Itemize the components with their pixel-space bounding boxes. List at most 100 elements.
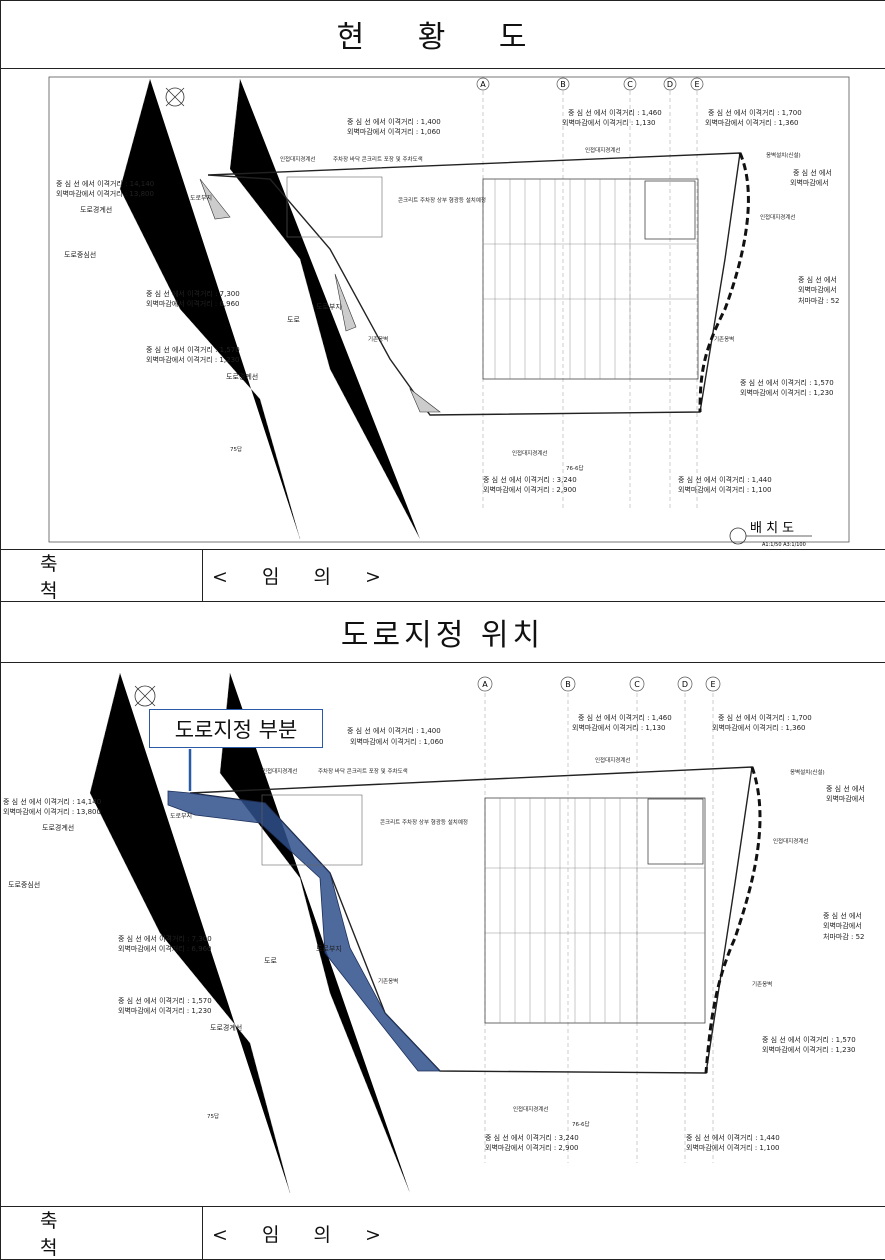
svg-text:외벽마감에서 이격거리 : 2,900: 외벽마감에서 이격거리 : 2,900: [483, 485, 576, 494]
svg-text:인접대지경계선: 인접대지경계선: [512, 449, 547, 457]
svg-text:외벽마감에서 이격거리 : 1,060: 외벽마감에서 이격거리 : 1,060: [350, 737, 443, 746]
svg-text:인접대지경계선: 인접대지경계선: [280, 155, 315, 163]
svg-text:인접대지경계선: 인접대지경계선: [760, 213, 795, 221]
svg-text:기존옹벽: 기존옹벽: [714, 335, 734, 343]
svg-text:콘크리트 주차장 상부 형광등 설치예정: 콘크리트 주차장 상부 형광등 설치예정: [398, 196, 486, 204]
svg-text:외벽마감에서 이격거리 : 1,360: 외벽마감에서 이격거리 : 1,360: [705, 118, 798, 127]
svg-text:도로경계선: 도로경계선: [210, 1023, 242, 1032]
svg-text:C: C: [634, 680, 640, 689]
svg-text:도로부지: 도로부지: [316, 944, 342, 953]
svg-text:외벽마감에서 이격거리 : 1,130: 외벽마감에서 이격거리 : 1,130: [572, 723, 665, 732]
svg-text:외벽마감에서 이격거리 : 13,800: 외벽마감에서 이격거리 : 13,800: [3, 807, 101, 816]
svg-text:76-6답: 76-6답: [572, 1121, 590, 1128]
svg-text:주차장 바닥 콘크리트 포장 및 주차도색: 주차장 바닥 콘크리트 포장 및 주차도색: [318, 767, 408, 775]
svg-text:중 심 선 에서: 중 심 선 에서: [798, 275, 837, 284]
svg-text:D: D: [667, 80, 673, 89]
svg-text:E: E: [694, 80, 699, 89]
road-designation-drawing: A B C D E 중 심: [3, 672, 865, 1194]
svg-text:처마마감 : 52: 처마마감 : 52: [823, 932, 864, 941]
svg-text:외벽마감에서 이격거리 : 1,230: 외벽마감에서 이격거리 : 1,230: [740, 388, 833, 397]
svg-text:외벽마감에서 이격거리 : 1,100: 외벽마감에서 이격거리 : 1,100: [686, 1143, 779, 1152]
svg-text:인접대지경계선: 인접대지경계선: [595, 756, 630, 764]
svg-text:도로: 도로: [264, 957, 277, 965]
svg-text:중 심 선 에서 이격거리 : 14,140: 중 심 선 에서 이격거리 : 14,140: [56, 179, 154, 188]
svg-text:중 심 선 에서 이격거리 : 1,400: 중 심 선 에서 이격거리 : 1,400: [347, 726, 441, 735]
svg-text:기존옹벽: 기존옹벽: [752, 980, 772, 988]
svg-text:도로중심선: 도로중심선: [64, 250, 96, 259]
svg-text:중 심 선 에서 이격거리 : 1,400: 중 심 선 에서 이격거리 : 1,400: [347, 117, 441, 126]
svg-text:B: B: [560, 80, 566, 89]
svg-text:중 심 선 에서 이격거리 : 1,460: 중 심 선 에서 이격거리 : 1,460: [578, 713, 672, 722]
svg-text:중 심 선 에서 이격거리 : 14,140: 중 심 선 에서 이격거리 : 14,140: [3, 797, 101, 806]
site-plan-drawing: A B C D E: [48, 76, 850, 548]
svg-text:외벽마감에서 이격거리 : 6,960: 외벽마감에서 이격거리 : 6,960: [146, 299, 239, 308]
section1-scale-row: 축 척 < 임 의 >: [0, 550, 885, 602]
svg-text:도로경계선: 도로경계선: [42, 823, 74, 832]
svg-text:외벽마감에서: 외벽마감에서: [823, 921, 862, 930]
svg-text:중 심 선 에서 이격거리 : 1,570: 중 심 선 에서 이격거리 : 1,570: [740, 378, 834, 387]
svg-text:외벽마감에서 이격거리 : 1,060: 외벽마감에서 이격거리 : 1,060: [347, 127, 440, 136]
svg-text:인접대지경계선: 인접대지경계선: [773, 837, 808, 845]
svg-text:외벽마감에서: 외벽마감에서: [790, 178, 829, 187]
section2-title: 도로지정 위치: [0, 602, 885, 663]
svg-text:외벽마감에서: 외벽마감에서: [826, 794, 865, 803]
svg-text:중 심 선 에서 이격거리 : 1,570: 중 심 선 에서 이격거리 : 1,570: [762, 1035, 856, 1044]
scale-label: 축 척: [0, 550, 203, 602]
scale-label: 축 척: [0, 1207, 203, 1259]
svg-text:외벽마감에서: 외벽마감에서: [798, 285, 837, 294]
section2-drawing-area: A B C D E 중 심: [0, 663, 885, 1207]
svg-text:처마마감 : 52: 처마마감 : 52: [798, 296, 839, 305]
svg-text:옹벽설치(신설): 옹벽설치(신설): [790, 768, 825, 776]
svg-text:옹벽설치(신설): 옹벽설치(신설): [766, 151, 801, 159]
svg-text:중 심 선 에서 이격거리 : 1,440: 중 심 선 에서 이격거리 : 1,440: [686, 1133, 780, 1142]
section2-scale-row: 축 척 < 임 의 >: [0, 1207, 885, 1259]
svg-text:주차장 바닥 콘크리트 포장 및 주차도색: 주차장 바닥 콘크리트 포장 및 주차도색: [333, 155, 423, 163]
road-designation-area: [167, 790, 441, 1072]
svg-text:도로부지: 도로부지: [316, 302, 342, 311]
svg-text:외벽마감에서 이격거리 : 1,360: 외벽마감에서 이격거리 : 1,360: [712, 723, 805, 732]
svg-text:도로중심선: 도로중심선: [8, 880, 40, 889]
road-designation-callout: 도로지정 부분: [149, 709, 323, 748]
svg-text:C: C: [627, 80, 633, 89]
svg-text:도로: 도로: [287, 316, 300, 324]
svg-text:D: D: [682, 680, 688, 689]
svg-text:중 심 선 에서: 중 심 선 에서: [793, 168, 832, 177]
svg-text:중 심 선 에서 이격거리 : 7,300: 중 심 선 에서 이격거리 : 7,300: [118, 934, 212, 943]
svg-text:외벽마감에서 이격거리 : 6,960: 외벽마감에서 이격거리 : 6,960: [118, 944, 211, 953]
svg-text:A: A: [480, 80, 486, 89]
svg-text:도로부지: 도로부지: [190, 194, 212, 202]
svg-text:도로경계선: 도로경계선: [226, 372, 258, 381]
svg-text:중 심 선 에서 이격거리 : 1,700: 중 심 선 에서 이격거리 : 1,700: [708, 108, 802, 117]
svg-text:외벽마감에서 이격거리 : 1,100: 외벽마감에서 이격거리 : 1,100: [678, 485, 771, 494]
svg-text:중 심 선 에서 이격거리 : 1,570: 중 심 선 에서 이격거리 : 1,570: [118, 996, 212, 1005]
svg-text:인접대지경계선: 인접대지경계선: [513, 1105, 548, 1113]
svg-text:75답: 75답: [207, 1113, 219, 1120]
north-arrow-icon: [134, 685, 156, 707]
svg-text:기존옹벽: 기존옹벽: [368, 335, 388, 343]
svg-text:기존옹벽: 기존옹벽: [378, 977, 398, 985]
svg-text:중 심 선 에서 이격거리 : 7,300: 중 심 선 에서 이격거리 : 7,300: [146, 289, 240, 298]
svg-text:중 심 선 에서 이격거리 : 3,240: 중 심 선 에서 이격거리 : 3,240: [485, 1133, 579, 1142]
svg-text:인접대지경계선: 인접대지경계선: [585, 146, 620, 154]
svg-text:76-6답: 76-6답: [566, 465, 584, 472]
svg-text:콘크리트 주차장 상부 형광등 설치예정: 콘크리트 주차장 상부 형광등 설치예정: [380, 818, 468, 826]
svg-text:중 심 선 에서 이격거리 : 1,460: 중 심 선 에서 이격거리 : 1,460: [568, 108, 662, 117]
svg-text:A1:1/50 A3:1/100: A1:1/50 A3:1/100: [762, 542, 806, 548]
section1-title: 현 황 도: [0, 0, 885, 69]
svg-text:외벽마감에서 이격거리 : 1,230: 외벽마감에서 이격거리 : 1,230: [118, 1006, 211, 1015]
svg-text:중 심 선 에서: 중 심 선 에서: [823, 911, 862, 920]
svg-text:배 치 도: 배 치 도: [750, 521, 794, 536]
scale-value: < 임 의 >: [212, 1223, 395, 1246]
svg-text:중 심 선 에서 이격거리 : 1,700: 중 심 선 에서 이격거리 : 1,700: [718, 713, 812, 722]
scale-value: < 임 의 >: [212, 566, 395, 588]
svg-text:도로경계선: 도로경계선: [80, 205, 112, 214]
svg-text:인접대지경계선: 인접대지경계선: [262, 767, 297, 775]
svg-text:외벽마감에서 이격거리 : 1,130: 외벽마감에서 이격거리 : 1,130: [562, 118, 655, 127]
section1-drawing-area: A B C D E: [0, 69, 885, 550]
svg-text:외벽마감에서 이격거리 : 1,230: 외벽마감에서 이격거리 : 1,230: [762, 1045, 855, 1054]
north-arrow-icon: [165, 87, 185, 107]
svg-text:A: A: [482, 680, 488, 689]
svg-text:75답: 75답: [230, 446, 242, 453]
svg-text:E: E: [710, 680, 715, 689]
svg-text:중 심 선 에서 이격거리 : 1,570: 중 심 선 에서 이격거리 : 1,570: [146, 345, 240, 354]
